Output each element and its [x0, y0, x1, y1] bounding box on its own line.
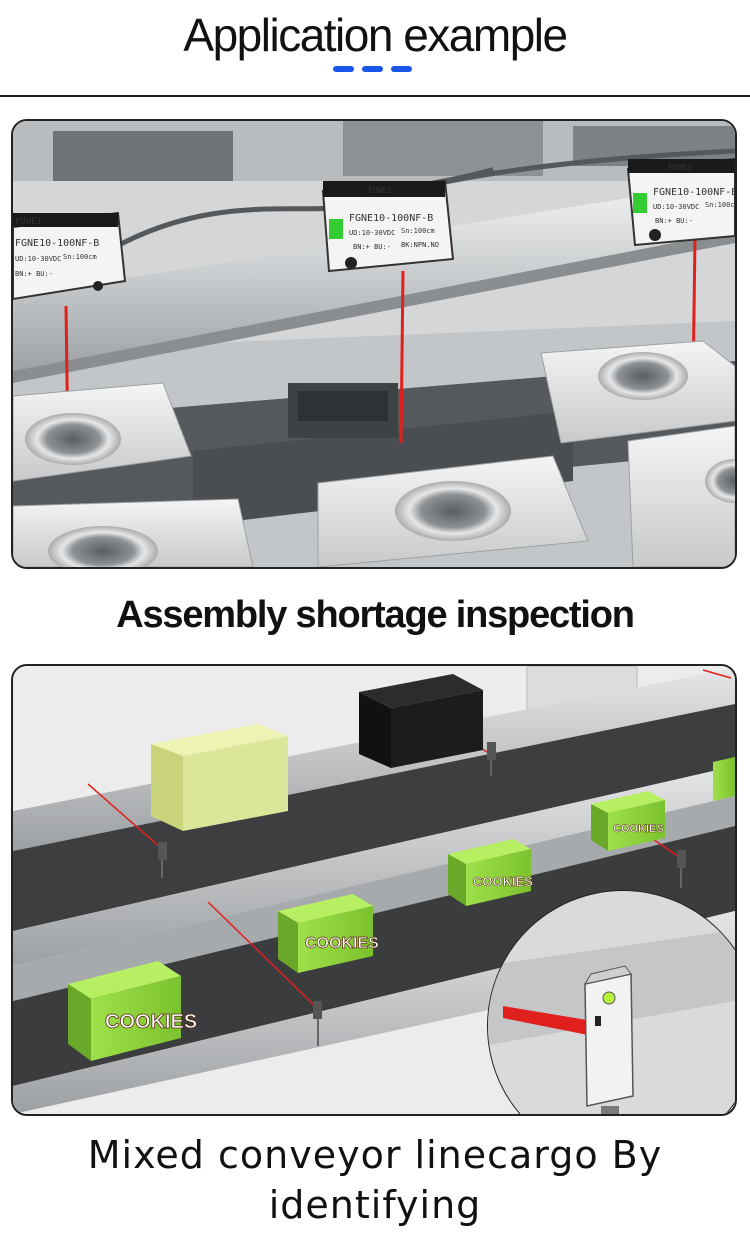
sensor-model: FGNE10-100NF-B — [15, 238, 99, 249]
header: Application example — [0, 0, 750, 97]
cookie-box: COOKIES — [591, 791, 665, 851]
photoelectric-sensor-center: FUWEI FGNE10-100NF-B UD:10-30VDC Sn:100c… — [321, 179, 455, 273]
cookie-box-label: COOKIES — [613, 823, 664, 835]
fixture-plate-center — [317, 455, 589, 567]
sensor-output: BK:NPN.NO — [401, 241, 439, 249]
accent-dash — [333, 66, 354, 72]
cookie-box-label: COOKIES — [305, 935, 379, 952]
fixture-plate-right — [540, 340, 735, 567]
sensor-wires: BN:+ BU:- — [353, 243, 391, 251]
sensor-voltage: UD:10-30VDC — [349, 229, 395, 237]
sensor-range: Sn:100cm — [401, 227, 435, 235]
sensor-brand: FUWEI — [668, 163, 692, 172]
indicator-led — [633, 193, 647, 213]
cookie-box — [713, 757, 735, 801]
fixture-plate-bottom-left — [13, 498, 254, 567]
accent-dash — [362, 66, 383, 72]
photoelectric-sensor-left: FUWEI FGNE10-100NF-B UD:10-30VDC Sn:100c… — [13, 211, 127, 301]
photoelectric-sensor-right: FUWEI FGNE10-100NF-B UD:10-30VDC Sn:100c… — [626, 157, 735, 247]
black-box — [359, 674, 483, 768]
assembly-inspection-image: FUWEI FGNE10-100NF-B UD:10-30VDC Sn:100c… — [11, 119, 737, 569]
conveyor-caption-line-2: identifying — [268, 1183, 482, 1227]
sensor-wires: BN:+ BU:- — [655, 217, 693, 225]
cookie-box-label: COOKIES — [105, 1011, 197, 1033]
conveyor-identification-image: COOKIES COOKIES COOKIES COOKIES — [11, 664, 737, 1116]
cardboard-box — [151, 724, 288, 831]
cookie-box: COOKIES — [448, 839, 534, 906]
cookie-box-label: COOKIES — [473, 874, 533, 889]
sensor-voltage: UD:10-30VDC — [15, 255, 61, 263]
sensor-brand: FUWEI — [15, 217, 42, 227]
sensor-zoom-inset — [487, 890, 735, 1114]
conveyor-sensor — [487, 742, 496, 776]
accent-dash — [391, 66, 412, 72]
assembly-caption: Assembly shortage inspection — [116, 594, 635, 636]
conveyor-sensor — [313, 1001, 322, 1046]
cookie-box: COOKIES — [68, 961, 198, 1061]
sensor-wires: BN:+ BU:- — [15, 270, 53, 278]
sensor-voltage: UD:10-30VDC — [653, 203, 699, 211]
assembly-scene: FUWEI FGNE10-100NF-B UD:10-30VDC Sn:100c… — [13, 121, 735, 567]
page-title: Application example — [183, 9, 568, 61]
header-divider — [0, 95, 750, 97]
sensor-brand: FUWEI — [368, 186, 392, 195]
sensor-model: FGNE10-100NF-B — [653, 187, 735, 198]
sensor-model: FGNE10-100NF-B — [349, 213, 433, 224]
conveyor-sensor — [677, 850, 686, 888]
conveyor-sensor — [158, 842, 167, 878]
sensor-range: Sn:100cm — [63, 253, 97, 261]
fixture-plate-left — [13, 382, 192, 482]
conveyor-caption: Mixed conveyor linecargo By identifying — [0, 1130, 750, 1230]
indicator-led — [329, 219, 343, 239]
conveyor-caption-line-1: Mixed conveyor linecargo By — [87, 1133, 663, 1177]
conveyor-scene: COOKIES COOKIES COOKIES COOKIES — [13, 666, 735, 1114]
sensor-range: Sn:100cm — [705, 201, 735, 209]
title-accent-dashes — [333, 66, 413, 73]
cookie-box: COOKIES — [278, 894, 379, 973]
